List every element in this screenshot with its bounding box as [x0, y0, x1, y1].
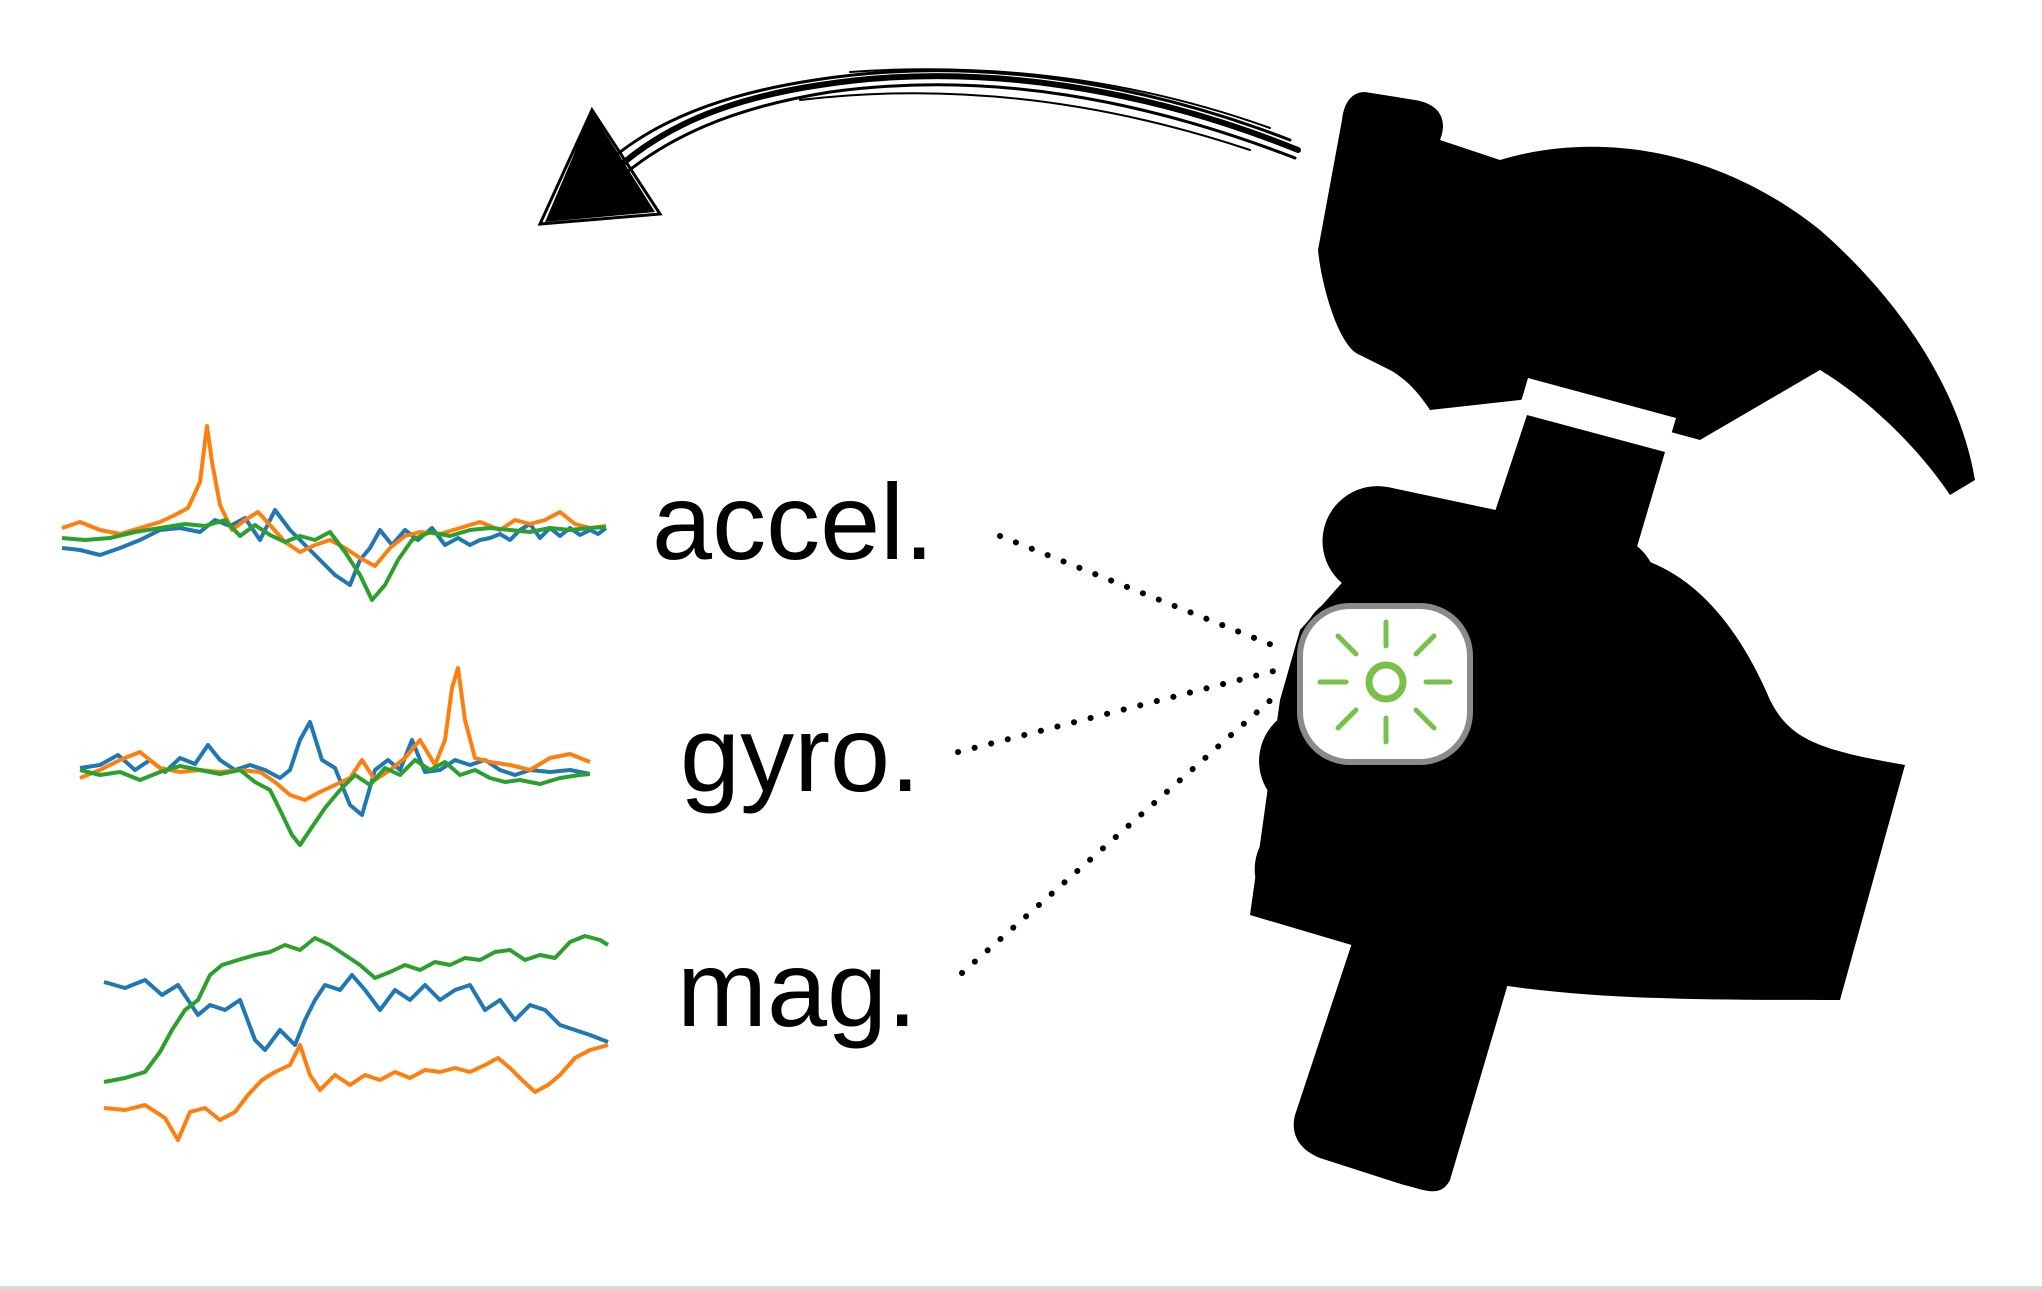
gyro-signal — [79, 666, 591, 847]
accel-trace-blue — [61, 508, 608, 587]
curved-arrow-icon — [606, 68, 1301, 178]
gyro-trace-orange — [79, 666, 591, 802]
accel-label: accel. — [652, 461, 935, 582]
mag-signal — [103, 934, 610, 1142]
arrow-head-icon — [537, 106, 663, 226]
accel-trace-orange — [61, 424, 607, 568]
handle-gap — [1518, 378, 1676, 452]
connector-mag — [959, 687, 1285, 976]
mag-label: mag. — [677, 928, 918, 1049]
connector-accel — [997, 533, 1275, 648]
mag-trace-orange — [103, 1043, 609, 1142]
accel-trace-green — [61, 518, 607, 602]
gyro-trace-green — [79, 758, 591, 847]
gyro-trace-blue — [79, 720, 591, 817]
sensor-light-icon — [1297, 603, 1473, 765]
dotted-connectors — [955, 533, 1285, 976]
bottom-divider — [0, 1286, 2042, 1290]
mag-trace-blue — [103, 973, 609, 1052]
mag-trace-green — [103, 934, 610, 1084]
gyro-label: gyro. — [680, 693, 921, 814]
connector-gyro — [955, 667, 1281, 755]
accel-signal — [61, 424, 608, 602]
